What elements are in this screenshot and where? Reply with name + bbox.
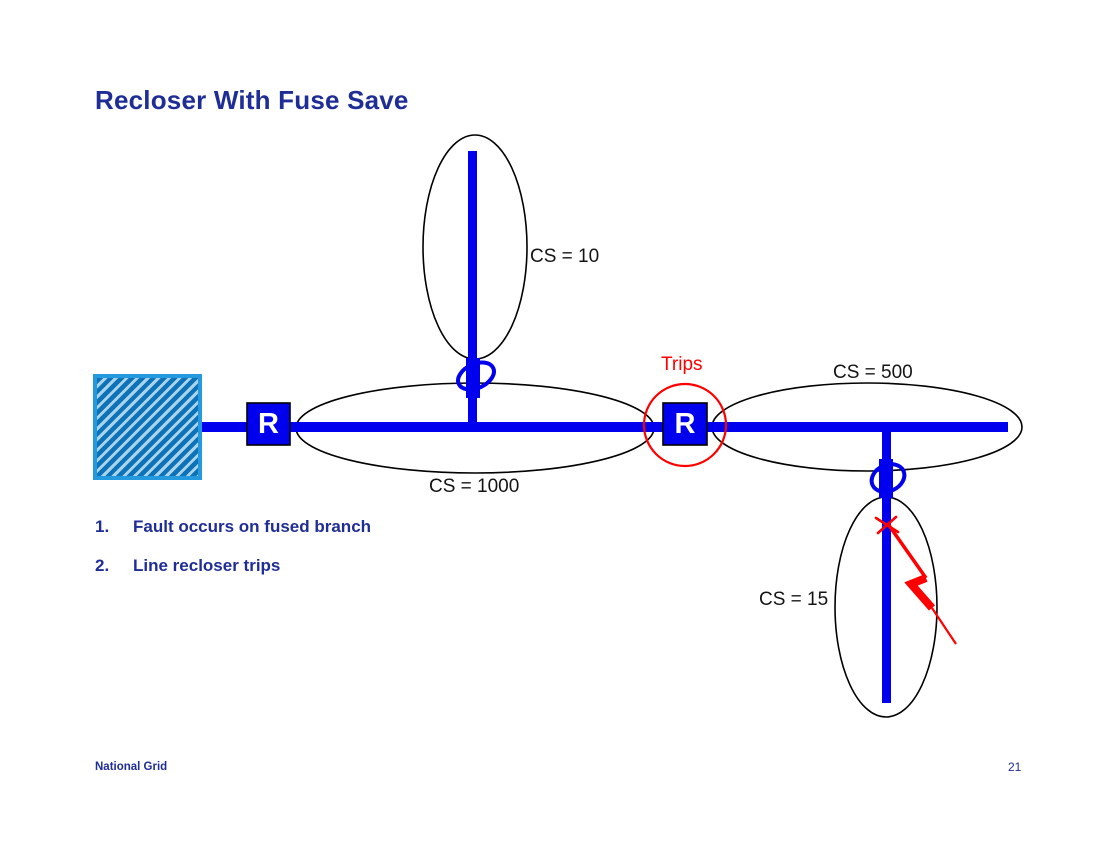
bottom-branch-line xyxy=(882,427,891,703)
lightning-bolt-icon xyxy=(886,522,957,645)
substation-square xyxy=(93,374,202,480)
step-number: 1. xyxy=(95,517,110,536)
cs-right-feeder-label: CS = 500 xyxy=(833,362,913,383)
cs-top-branch-label: CS = 10 xyxy=(530,246,600,267)
trips-label: Trips xyxy=(661,354,703,375)
steps-list: 1. Fault occurs on fused branch 2. Line … xyxy=(95,517,371,595)
recloser-2-label: R xyxy=(674,407,696,440)
list-item: 2. Line recloser trips xyxy=(95,556,371,576)
page-title: Recloser With Fuse Save xyxy=(95,85,409,115)
cs-bottom-branch-label: CS = 15 xyxy=(759,589,829,610)
fuse-2-loop-icon xyxy=(869,462,907,494)
fuse-1-loop-icon xyxy=(456,360,496,392)
recloser-1-label: R xyxy=(258,407,279,440)
step-text: Line recloser trips xyxy=(133,556,281,575)
page-number: 21 xyxy=(1008,760,1022,774)
step-number: 2. xyxy=(95,556,110,575)
top-branch-line xyxy=(468,151,477,427)
list-item: 1. Fault occurs on fused branch xyxy=(95,517,371,537)
fuse-2-bar xyxy=(879,459,893,498)
footer-brand: National Grid xyxy=(95,761,168,773)
cs-main-feeder-label: CS = 1000 xyxy=(429,476,520,497)
recloser-2-box xyxy=(662,402,708,446)
main-feeder-line xyxy=(202,422,1008,432)
step-text: Fault occurs on fused branch xyxy=(133,517,372,536)
trip-highlight-circle xyxy=(642,382,728,468)
recloser-1-box xyxy=(246,402,291,446)
